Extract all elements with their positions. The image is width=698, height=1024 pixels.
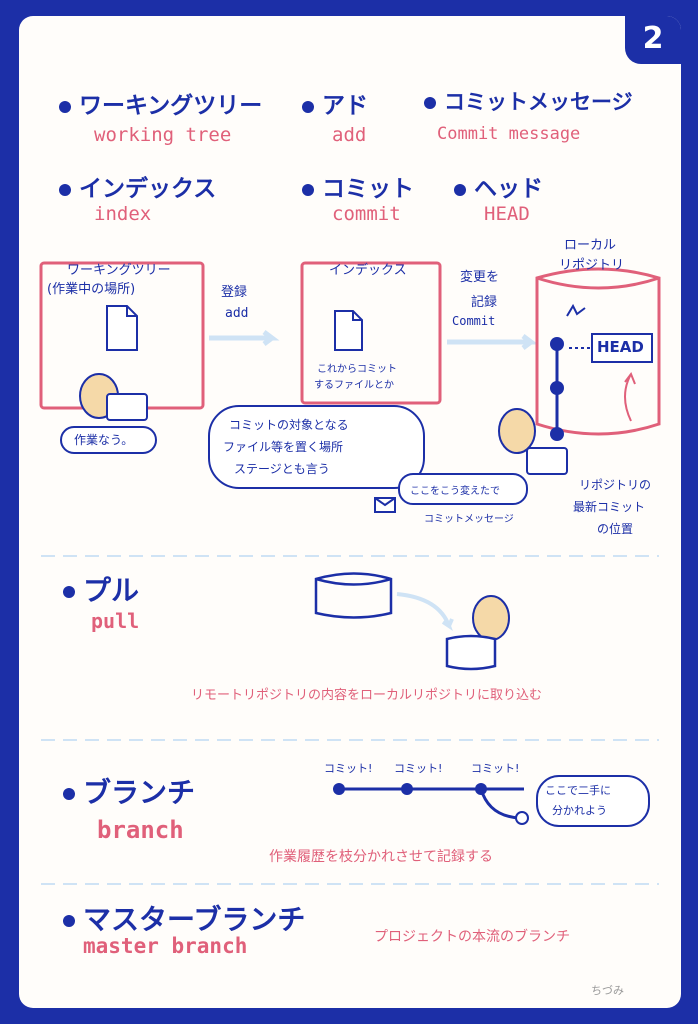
arrow-commit-en: Commit (452, 314, 496, 328)
term-head-en: HEAD (484, 203, 530, 225)
term-working-tree: ワーキングツリー (59, 86, 262, 120)
page-number-badge: 2 (625, 16, 681, 64)
branch-commit-label-1: コミット! (324, 762, 373, 775)
repo-title-2: リポジトリ (559, 258, 625, 273)
file-icon (334, 310, 363, 351)
signature: ちづみ (591, 984, 624, 997)
head-note-1: リポジトリの (579, 478, 652, 492)
index-note-2: するファイルとか (314, 380, 394, 391)
commit-dot (333, 783, 345, 795)
commit-speech: ここをこう変えたで (410, 486, 500, 497)
term-commit: コミット (302, 169, 414, 203)
bullet-icon (63, 915, 75, 927)
index-box (300, 261, 442, 405)
bullet-icon (59, 183, 71, 196)
arrow-commit-ja-1: 変更を (460, 270, 500, 285)
stage-bubble-line-1: コミットの対象となる (229, 418, 349, 432)
bullet-icon (454, 183, 466, 196)
pull-description: リモートリポジトリの内容をローカルリポジトリに取り込む (191, 688, 543, 703)
commit-dot (401, 783, 413, 795)
branch-commit-label-2: コミット! (394, 762, 443, 775)
branch-bubble (536, 775, 650, 827)
commit-message-bubble (398, 473, 528, 505)
branch-description: 作業履歴を枝分かれさせて記録する (269, 849, 493, 865)
working-speech: 作業なう。 (74, 433, 134, 447)
spark-icon (566, 303, 586, 317)
bullet-icon (302, 183, 314, 196)
index-title: インデックス (329, 263, 407, 278)
repo-title-1: ローカル (564, 238, 617, 253)
branch-bubble-line-1: ここで二手に (545, 784, 611, 797)
card: 2 ワーキングツリー working tree アド add コミットメッセージ… (19, 16, 681, 1008)
working-tree-subtitle: (作業中の場所) (47, 282, 136, 297)
head-note-2: 最新コミット (573, 500, 646, 514)
head-box (591, 333, 653, 363)
term-commit-message: コミットメッセージ (424, 86, 633, 116)
commit-message-label: コミットメッセージ (424, 514, 514, 525)
master-branch-description: プロジェクトの本流のブランチ (374, 929, 570, 945)
stage-bubble-line-3: ステージとも言う (234, 462, 330, 476)
term-index: インデックス (59, 169, 216, 203)
term-commit-message-en: Commit message (437, 124, 581, 144)
bullet-icon (59, 100, 71, 113)
person-icon (498, 408, 536, 454)
term-add: アド (302, 86, 368, 120)
commit-dot (550, 337, 564, 351)
term-add-en: add (332, 124, 367, 146)
commit-dot (550, 381, 564, 395)
branch-fork-line (479, 788, 520, 820)
arrow-add-ja: 登録 (221, 285, 248, 300)
pull-title: プル (63, 569, 139, 609)
arrow-add-en: add (225, 306, 249, 321)
head-note-3: の位置 (597, 522, 634, 536)
bullet-icon (63, 586, 75, 598)
laptop-icon (526, 447, 568, 475)
stage-bubble (208, 405, 425, 489)
term-commit-en: commit (332, 203, 401, 225)
branch-en: branch (97, 816, 184, 844)
commit-dot (550, 427, 564, 441)
branch-commit-label-3: コミット! (471, 762, 520, 775)
repository-cylinder (535, 267, 661, 436)
term-head: ヘッド (454, 169, 543, 203)
remote-repo-icon (314, 572, 393, 619)
laptop-icon (106, 393, 148, 421)
bullet-icon (302, 100, 314, 113)
local-repo-icon (445, 634, 497, 671)
branch-commit-dot (515, 811, 529, 825)
branch-bubble-line-2: 分かれよう (552, 804, 607, 817)
person-icon (472, 595, 510, 641)
file-icon (106, 305, 138, 351)
branch-title: ブランチ (63, 771, 195, 811)
head-label: HEAD (597, 338, 644, 356)
add-arrow (209, 330, 280, 346)
pull-en: pull (91, 609, 140, 633)
master-branch-en: master branch (83, 934, 248, 958)
stage-bubble-line-2: ファイル等を置く場所 (223, 440, 344, 454)
bullet-icon (424, 97, 436, 109)
master-branch-title: マスターブランチ (63, 898, 305, 938)
commit-arrow (447, 334, 539, 350)
working-speech-bubble (60, 426, 157, 454)
diagram-drawing (39, 261, 661, 885)
pull-arrow (396, 592, 454, 632)
bullet-icon (63, 788, 75, 800)
index-note-1: これからコミット (317, 364, 397, 375)
working-tree-title: ワーキングツリー (67, 263, 171, 278)
term-working-tree-en: working tree (94, 124, 232, 146)
arrow-commit-ja-2: 記録 (471, 295, 498, 310)
term-index-en: index (94, 203, 152, 225)
